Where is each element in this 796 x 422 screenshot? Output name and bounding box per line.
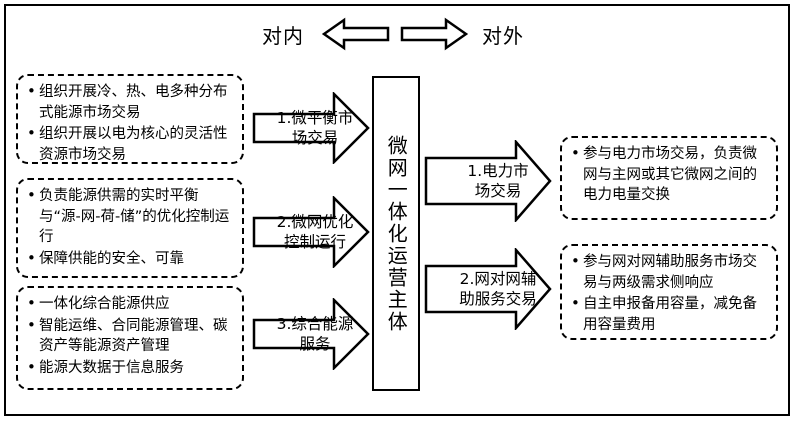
left-box-2-item-1: 保障供能的安全、可靠	[26, 248, 234, 270]
right-arrow-2-label: 2.网对网辅 助服务交易	[459, 269, 537, 308]
left-box-2-item-0: 负责能源供需的实时平衡与“源-网-荷-储”的优化控制运行	[26, 185, 234, 248]
left-box-2: 负责能源供需的实时平衡与“源-网-荷-储”的优化控制运行 保障供能的安全、可靠	[16, 178, 244, 278]
diagram-frame	[4, 4, 790, 416]
left-arrow-1-label: 1.微平衡市 场交易	[276, 108, 354, 147]
left-box-1-item-1: 组织开展以电为核心的灵活性资源市场交易	[26, 123, 234, 165]
right-box-2: 参与网对网辅助服务市场交易与两级需求侧响应 自主申报备用容量，减免备用容量费用	[560, 244, 778, 340]
arrow-right-hollow-icon	[400, 17, 468, 51]
right-arrow-1: 1.电力市 场交易	[424, 140, 552, 222]
left-arrow-1: 1.微平衡市 场交易	[252, 92, 370, 164]
left-arrow-3-label: 3.综合能源 服务	[276, 314, 354, 353]
center-entity-title: 微网一体化运营主体	[384, 134, 409, 333]
right-box-1: 参与电力市场交易，负责微网与主网或其它微网之间的电力电量交换	[560, 136, 778, 220]
right-box-2-item-0: 参与网对网辅助服务市场交易与两级需求侧响应	[570, 251, 768, 293]
left-box-3-item-0: 一体化综合能源供应	[26, 293, 234, 315]
left-arrow-2: 2.微网优化 控制运行	[252, 196, 370, 268]
arrow-left-hollow-icon	[322, 17, 390, 51]
left-box-1: 组织开展冷、热、电多种分布式能源市场交易 组织开展以电为核心的灵活性资源市场交易	[16, 74, 244, 164]
right-arrow-1-label: 1.电力市 场交易	[467, 161, 529, 200]
right-arrow-2: 2.网对网辅 助服务交易	[424, 248, 552, 330]
right-box-2-item-1: 自主申报备用容量，减免备用容量费用	[570, 293, 768, 335]
left-box-3: 一体化综合能源供应 智能运维、合同能源管理、碳资产等能源资产管理 能源大数据于信…	[16, 286, 244, 390]
center-entity-box: 微网一体化运营主体	[372, 76, 420, 391]
left-box-3-item-2: 能源大数据于信息服务	[26, 357, 234, 379]
label-internal: 对内	[262, 24, 304, 48]
right-box-1-item-0: 参与电力市场交易，负责微网与主网或其它微网之间的电力电量交换	[570, 143, 768, 206]
left-box-3-item-1: 智能运维、合同能源管理、碳资产等能源资产管理	[26, 315, 234, 357]
left-arrow-2-label: 2.微网优化 控制运行	[276, 212, 354, 251]
left-arrow-3: 3.综合能源 服务	[252, 298, 370, 370]
left-box-1-item-0: 组织开展冷、热、电多种分布式能源市场交易	[26, 81, 234, 123]
label-external: 对外	[482, 24, 524, 48]
